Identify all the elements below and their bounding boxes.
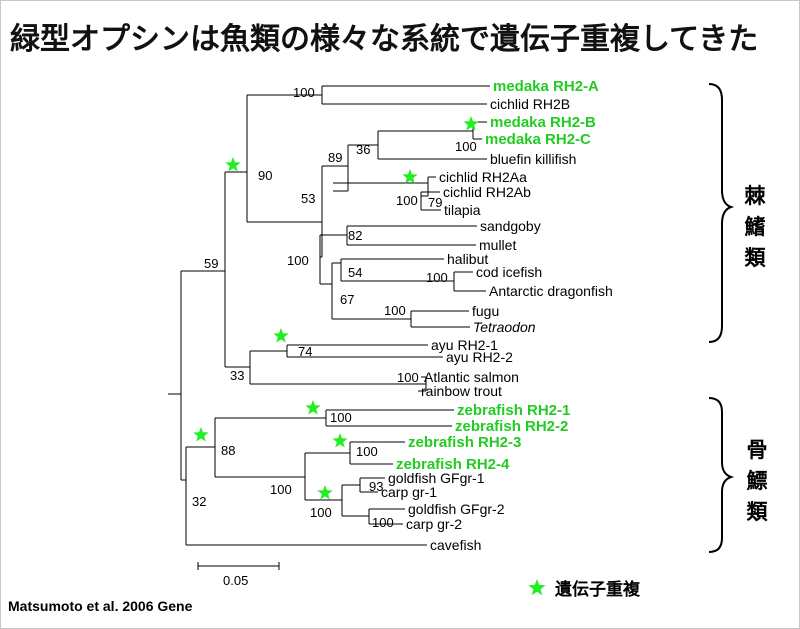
leaf-label-zf2: zebrafish RH2-2 [455,418,568,435]
bootstrap-b_54: 54 [348,265,362,280]
leaf-label-halibut: halibut [447,251,488,267]
group-label-ostariophysi: 骨鰾類 [746,438,769,524]
bracket-acanthopterygii [708,83,735,343]
leaf-label-medaka_a: medaka RH2-A [493,78,599,95]
svg-text:骨: 骨 [747,438,768,462]
leaf-label-zf1: zebrafish RH2-1 [457,402,570,419]
leaf-label-cavefish: cavefish [430,537,481,553]
bootstrap-b_32: 32 [192,494,206,509]
leaf-label-gf2: goldfish GFgr-2 [408,501,505,517]
leaf-label-tetraodon: Tetraodon [473,319,536,335]
bootstrap-b_67: 67 [340,292,354,307]
tree-branches [168,85,490,546]
leaf-label-carp2: carp gr-2 [406,516,462,532]
bootstrap-values: 100 90 100 36 89 100 79 53 82 100 54 100 67 100 59 74 33… [192,85,477,530]
leaf-label-zf3: zebrafish RH2-3 [408,434,521,451]
group-label-acanthopterygii: 棘鰭類 [744,184,767,270]
bootstrap-b_root_percomorph: 90 [258,168,272,183]
leaf-label-cichlid_ab: cichlid RH2Ab [443,184,531,200]
star-icon [463,116,479,131]
leaf-label-cichlid_rh2b: cichlid RH2B [490,96,570,112]
svg-text:鰾: 鰾 [747,469,768,493]
star-icon [193,427,209,442]
bootstrap-b_100_cyp: 100 [310,505,332,520]
bootstrap-b_82: 82 [348,228,362,243]
bootstrap-b_zf12: 100 [330,410,352,425]
star-icon [317,485,333,500]
leaf-label-medaka_c: medaka RH2-C [485,131,591,148]
scale-label: 0.05 [223,573,248,588]
leaf-label-bluefin: bluefin killifish [490,151,576,167]
group-brackets [708,83,735,553]
bootstrap-b_100_lower: 100 [287,253,309,268]
star-icon [402,169,418,184]
leaf-label-tilapia: tilapia [444,202,481,218]
leaf-label-carp1: carp gr-1 [381,484,437,500]
leaf-label-zf4: zebrafish RH2-4 [396,456,510,473]
bootstrap-b_salmonid: 100 [397,370,419,385]
bootstrap-b_59: 59 [204,256,218,271]
leaf-label-fugu: fugu [472,303,499,319]
bootstrap-b_gr2: 100 [372,515,394,530]
leaf-label-mullet: mullet [479,237,516,253]
leaf-label-sandgoby: sandgoby [480,218,541,234]
leaf-label-trout: rainbow trout [421,383,502,399]
bootstrap-b_fugu: 100 [384,303,406,318]
bootstrap-b_medaka_bc: 100 [455,139,477,154]
bootstrap-b_79: 79 [428,195,442,210]
bootstrap-b_88: 88 [221,443,235,458]
leaf-label-cod_icefish: cod icefish [476,264,542,280]
citation: Matsumoto et al. 2006 Gene [8,598,193,614]
star-icon [332,433,348,448]
bootstrap-b_93: 93 [369,479,383,494]
bootstrap-b_33: 33 [230,368,244,383]
bootstrap-b_medaka_cichlid: 100 [293,85,315,100]
bootstrap-b_zf34: 100 [356,444,378,459]
svg-text:類: 類 [746,500,769,524]
duplication-stars [193,116,479,500]
page-title: 緑型オプシンは魚類の様々な系統で遺伝子重複してきた [10,22,759,57]
leaf-label-antarctic: Antarctic dragonfish [489,283,613,299]
leaf-label-cichlid_aa: cichlid RH2Aa [439,169,527,185]
star-icon [273,328,289,343]
leaf-label-gf1: goldfish GFgr-1 [388,470,485,486]
bootstrap-b_53: 53 [301,191,315,206]
svg-text:鰭: 鰭 [745,215,766,239]
svg-text:棘: 棘 [745,184,767,208]
bootstrap-b_notothen: 100 [426,270,448,285]
leaf-label-medaka_b: medaka RH2-B [490,114,596,131]
leaf-label-ayu1: ayu RH2-1 [431,337,498,353]
leaf-label-salmon: Atlantic salmon [424,369,519,385]
svg-text:類: 類 [744,246,767,270]
star-icon [305,400,321,415]
bootstrap-b_cyprinid: 100 [270,482,292,497]
star-icon [225,157,241,172]
bracket-ostariophysi [708,397,735,553]
leaf-label-ayu2: ayu RH2-2 [446,349,513,365]
legend-label: 遺伝子重複 [555,579,641,600]
bootstrap-b_cichlid_tilapia: 100 [396,193,418,208]
legend-star-icon [528,579,546,596]
bootstrap-b_36: 36 [356,142,370,157]
bootstrap-b_89: 89 [328,150,342,165]
bootstrap-b_74: 74 [298,344,312,359]
